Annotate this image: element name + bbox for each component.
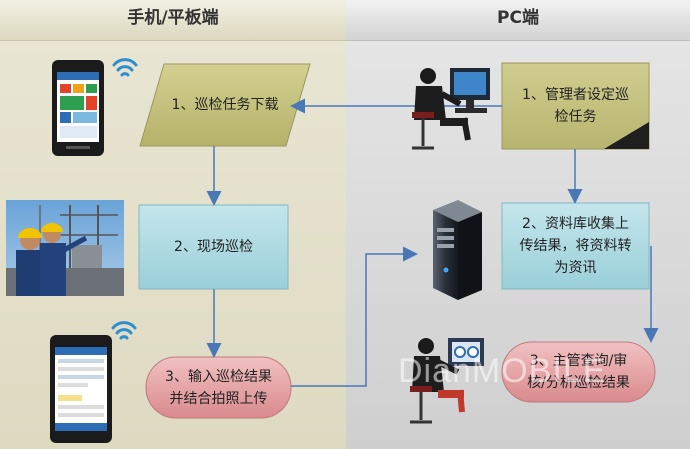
review-results-label: 3、主管查询/审 核/分析巡检结果 [502,342,655,402]
set-task-corner [604,122,649,149]
review-results-line2: 核/分析巡检结果 [527,375,630,391]
collect-results-line1: 2、资料库收集上 [522,216,629,232]
supervisor-monitor-icon [410,338,484,424]
server-icon [433,200,482,300]
input-result-line2: 并结合拍照上传 [169,390,268,407]
phone-icon [52,60,104,156]
set-task-line1: 1、管理者设定巡 [522,87,629,103]
review-results-line1: 3、主管查询/审 [529,353,628,369]
wifi-icon [112,58,138,77]
set-task-line2: 检任务 [554,109,597,125]
wifi-icon-2 [111,321,137,340]
smartphone-icon [50,335,112,443]
download-task-label: 1、巡检任务下载 [171,97,279,113]
collect-results-label: 2、资料库收集上 传结果，将资料转 为资讯 [502,203,649,289]
input-result-label: 3、输入巡检结果 并结合拍照上传 [146,357,291,418]
manager-computer-icon [412,68,490,150]
input-result-line1: 3、输入巡检结果 [165,368,272,385]
collect-results-line2: 传结果，将资料转 [519,238,632,254]
lane-pc-header: PC端 [346,0,690,41]
lane-mobile-header: 手机/平板端 [0,0,346,41]
field-workers-photo [6,200,124,296]
watermark: DianMOBILE [398,352,607,390]
download-task-shape [139,63,311,147]
collect-results-line3: 为资讯 [554,260,597,276]
set-task-label: 1、管理者设定巡 检任务 [502,63,649,149]
arrow-input-to-server [291,246,418,387]
field-inspect-label: 2、现场巡检 [174,239,253,255]
collect-results-shape [501,202,650,290]
review-results-shape [501,341,656,403]
